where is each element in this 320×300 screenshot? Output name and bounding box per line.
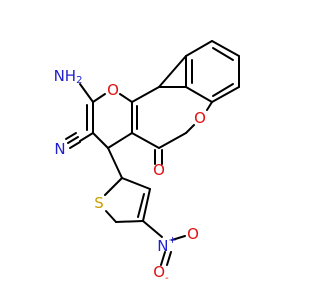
- bond: [69, 141, 81, 149]
- bond: [119, 93, 133, 103]
- bond: [79, 132, 94, 142]
- bond: [185, 124, 195, 134]
- bond: [185, 40, 213, 57]
- bond: [211, 86, 240, 103]
- bond: [104, 177, 123, 196]
- atom-n-nitro: N+: [157, 235, 177, 256]
- atom-o-nitro-1: O: [187, 225, 199, 243]
- atom-o-pyran: O: [107, 81, 119, 99]
- bond: [115, 220, 144, 223]
- bond: [137, 193, 145, 218]
- bond: [206, 101, 213, 111]
- bond: [142, 188, 151, 222]
- bond: [211, 40, 240, 57]
- bond: [166, 251, 172, 266]
- atom-n-nitrile: N: [54, 140, 65, 158]
- atom-s-thiophene: S: [94, 194, 104, 212]
- bond: [79, 83, 94, 103]
- bond: [142, 220, 163, 238]
- bonds: [65, 40, 240, 266]
- bond: [92, 93, 106, 103]
- atom-o-nitro-2: O-: [153, 263, 169, 284]
- bond: [65, 132, 77, 140]
- bond: [67, 136, 79, 144]
- bond: [171, 235, 186, 241]
- bond: [107, 147, 123, 179]
- bond: [158, 55, 187, 88]
- molecule-structure: NH2 O O O N S N+ O O-: [54, 40, 240, 284]
- bond: [160, 251, 166, 266]
- bond: [185, 86, 213, 103]
- atom-nh2: NH2: [54, 67, 83, 86]
- bond: [92, 132, 109, 149]
- bond: [158, 132, 187, 149]
- bond: [131, 86, 160, 103]
- bond: [107, 132, 133, 149]
- atom-o-lactone: O: [194, 109, 206, 127]
- bond: [131, 132, 160, 149]
- bond: [105, 210, 117, 223]
- bond: [121, 177, 151, 190]
- bond: [212, 47, 234, 61]
- atom-o-carbonyl: O: [153, 161, 165, 179]
- bond: [212, 83, 234, 97]
- atom-labels: NH2 O O O N S N+ O O-: [54, 67, 206, 284]
